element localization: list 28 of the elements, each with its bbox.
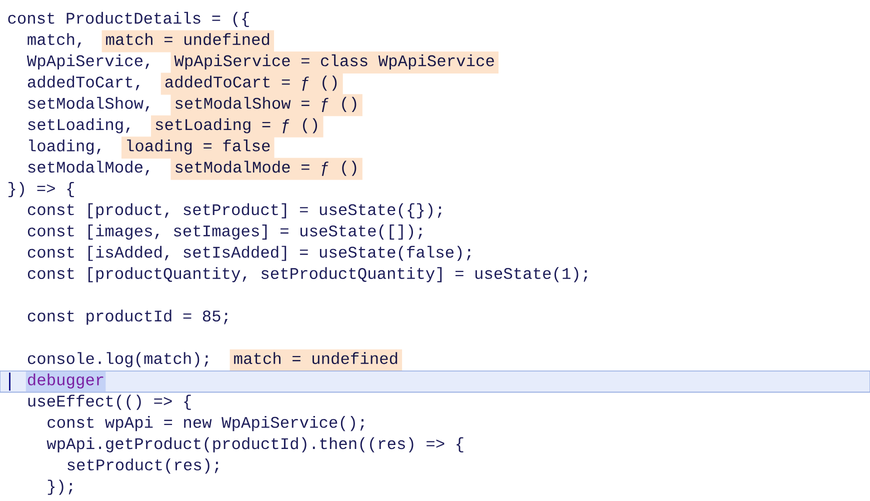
code-line: const [images, setImages] = useState([]); (28, 224, 422, 240)
code-line: const productId = 85; (28, 310, 228, 325)
code-line: const ProductDetails = ({ (8, 12, 249, 27)
code-line: }) => { (8, 182, 74, 198)
code-line: loading, (29, 139, 100, 155)
value-hint: WpApiService = class WpApiService (170, 52, 499, 74)
code-line: const [productQuantity, setProductQuantity] = useState(1); (28, 267, 588, 282)
value-hint: setModalMode = ƒ () (170, 158, 362, 180)
code-line: match, (28, 33, 81, 48)
code-line: useEffect(() => { (28, 394, 191, 410)
code-line: WpApiService, (26, 54, 150, 70)
code-line: const [product, setProduct] = useState({}); (28, 203, 442, 218)
code-line: console.log(match); (28, 352, 208, 368)
code-line: setLoading, (28, 118, 130, 134)
value-hint: setModalShow = ƒ () (170, 94, 362, 116)
code-line: addedToCart, (28, 76, 140, 90)
value-hint: match = undefined (102, 30, 274, 52)
code-line: const [isAdded, setIsAdded] = useState(false); (28, 246, 470, 261)
value-hint: match = undefined (230, 349, 402, 372)
code-line: wpApi.getProduct(productId).then((res) => { (46, 437, 464, 452)
value-hint: loading = false (121, 136, 274, 159)
code-line: setModalMode, (28, 160, 150, 176)
code-line: setModalShow, (28, 96, 150, 112)
value-hint: setLoading = ƒ () (151, 115, 324, 138)
code-line: setProduct(res); (68, 458, 218, 474)
code-line: const wpApi = new WpApiService(); (48, 416, 364, 432)
value-hint: addedToCart = ƒ () (160, 72, 343, 95)
code-line: }); (48, 480, 72, 495)
